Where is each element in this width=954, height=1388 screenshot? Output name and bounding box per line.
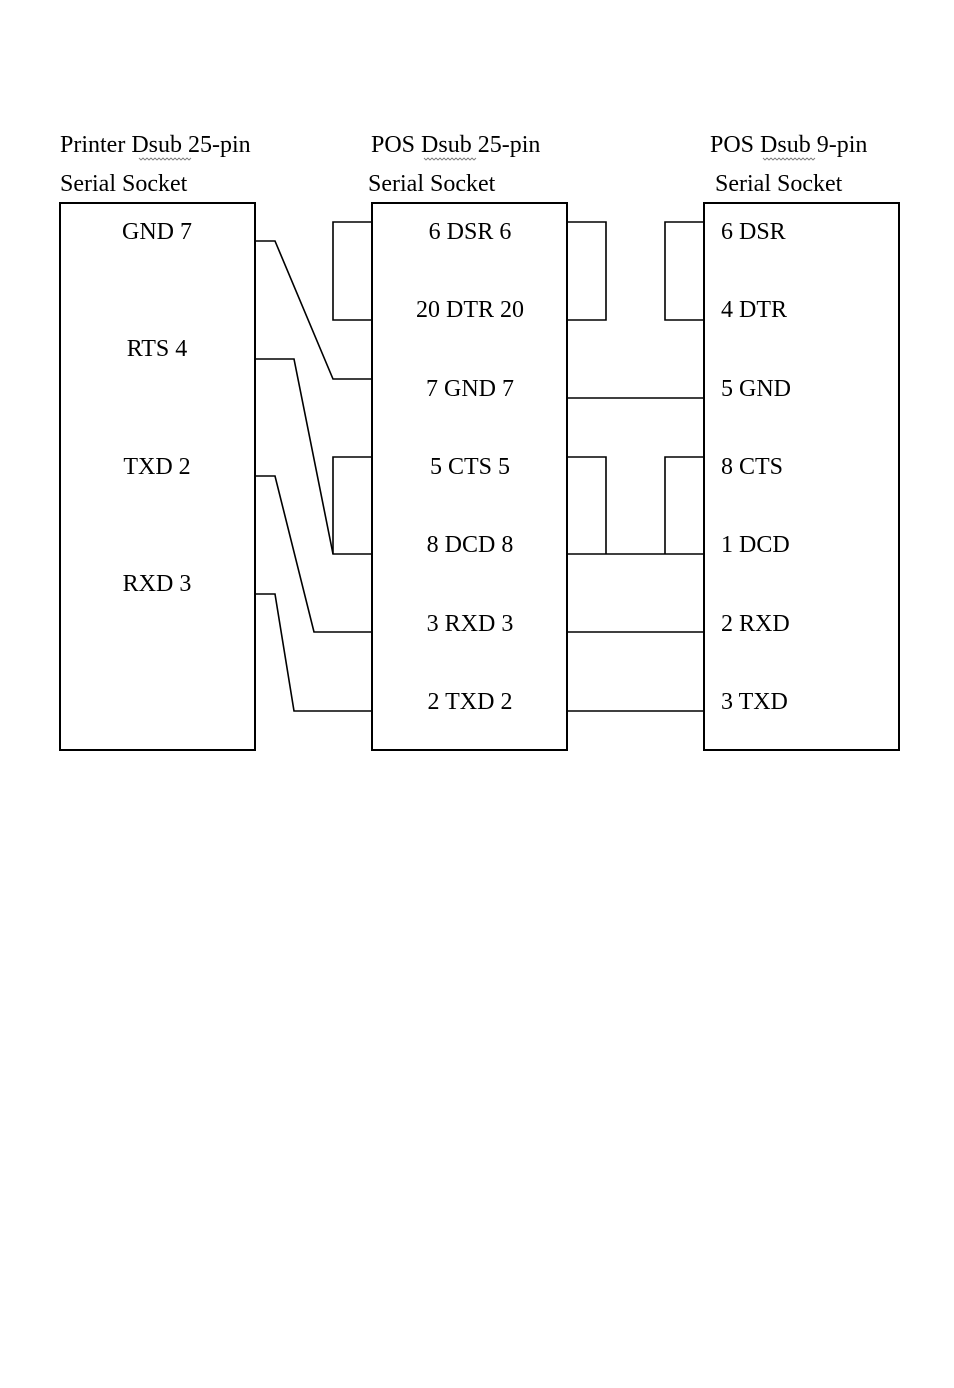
pos9-pin-label: 2 RXD bbox=[721, 611, 790, 637]
pos25-pin-label: 8 DCD 8 bbox=[427, 532, 514, 558]
pos9-pin-label: 4 DTR bbox=[721, 297, 787, 323]
loopback-cts5-dcd8-right bbox=[567, 457, 606, 554]
pos9-pin-label: 3 TXD bbox=[721, 689, 788, 715]
spellcheck-underline bbox=[424, 158, 476, 160]
pos25-header-line2: Serial Socket bbox=[368, 171, 496, 197]
pos25-pin-label: 6 DSR 6 bbox=[429, 219, 512, 245]
printer-header-line2: Serial Socket bbox=[60, 171, 188, 197]
printer-pin-label: TXD 2 bbox=[123, 454, 190, 480]
pos25-pin-label: 5 CTS 5 bbox=[430, 454, 510, 480]
printer-header-line1: Printer Dsub 25-pin bbox=[60, 132, 251, 158]
pos25-pin-label: 2 TXD 2 bbox=[428, 689, 513, 715]
pos9-pin-label: 1 DCD bbox=[721, 532, 790, 558]
loopback-dsr6-dtr20-right bbox=[567, 222, 606, 320]
loopback-cts-dcd-9pin bbox=[665, 457, 704, 554]
pos9-header-line1: POS Dsub 9-pin bbox=[710, 132, 867, 158]
printer-pin-label: RXD 3 bbox=[123, 571, 192, 597]
printer-pin-label: GND 7 bbox=[122, 219, 192, 245]
spellcheck-underline bbox=[763, 158, 815, 160]
loopback-cts5-dcd8 bbox=[333, 457, 372, 554]
pos9-pin-label: 8 CTS bbox=[721, 454, 783, 480]
printer-pin-label: RTS 4 bbox=[127, 336, 188, 362]
pos9-header-line2: Serial Socket bbox=[715, 171, 843, 197]
pos9-pin-label: 6 DSR bbox=[721, 219, 786, 245]
pos25-pin-label: 7 GND 7 bbox=[426, 376, 514, 402]
spellcheck-underline bbox=[139, 158, 191, 160]
loopback-dsr-dtr-9pin bbox=[665, 222, 704, 320]
pos25-header-line1: POS Dsub 25-pin bbox=[371, 132, 540, 158]
loopback-dsr6-dtr20 bbox=[333, 222, 372, 320]
pos25-pin-label: 3 RXD 3 bbox=[427, 611, 514, 637]
pos9-pin-label: 5 GND bbox=[721, 376, 791, 402]
pos25-pin-label: 20 DTR 20 bbox=[416, 297, 524, 323]
wire-rxd3-to-txd2 bbox=[255, 594, 372, 711]
